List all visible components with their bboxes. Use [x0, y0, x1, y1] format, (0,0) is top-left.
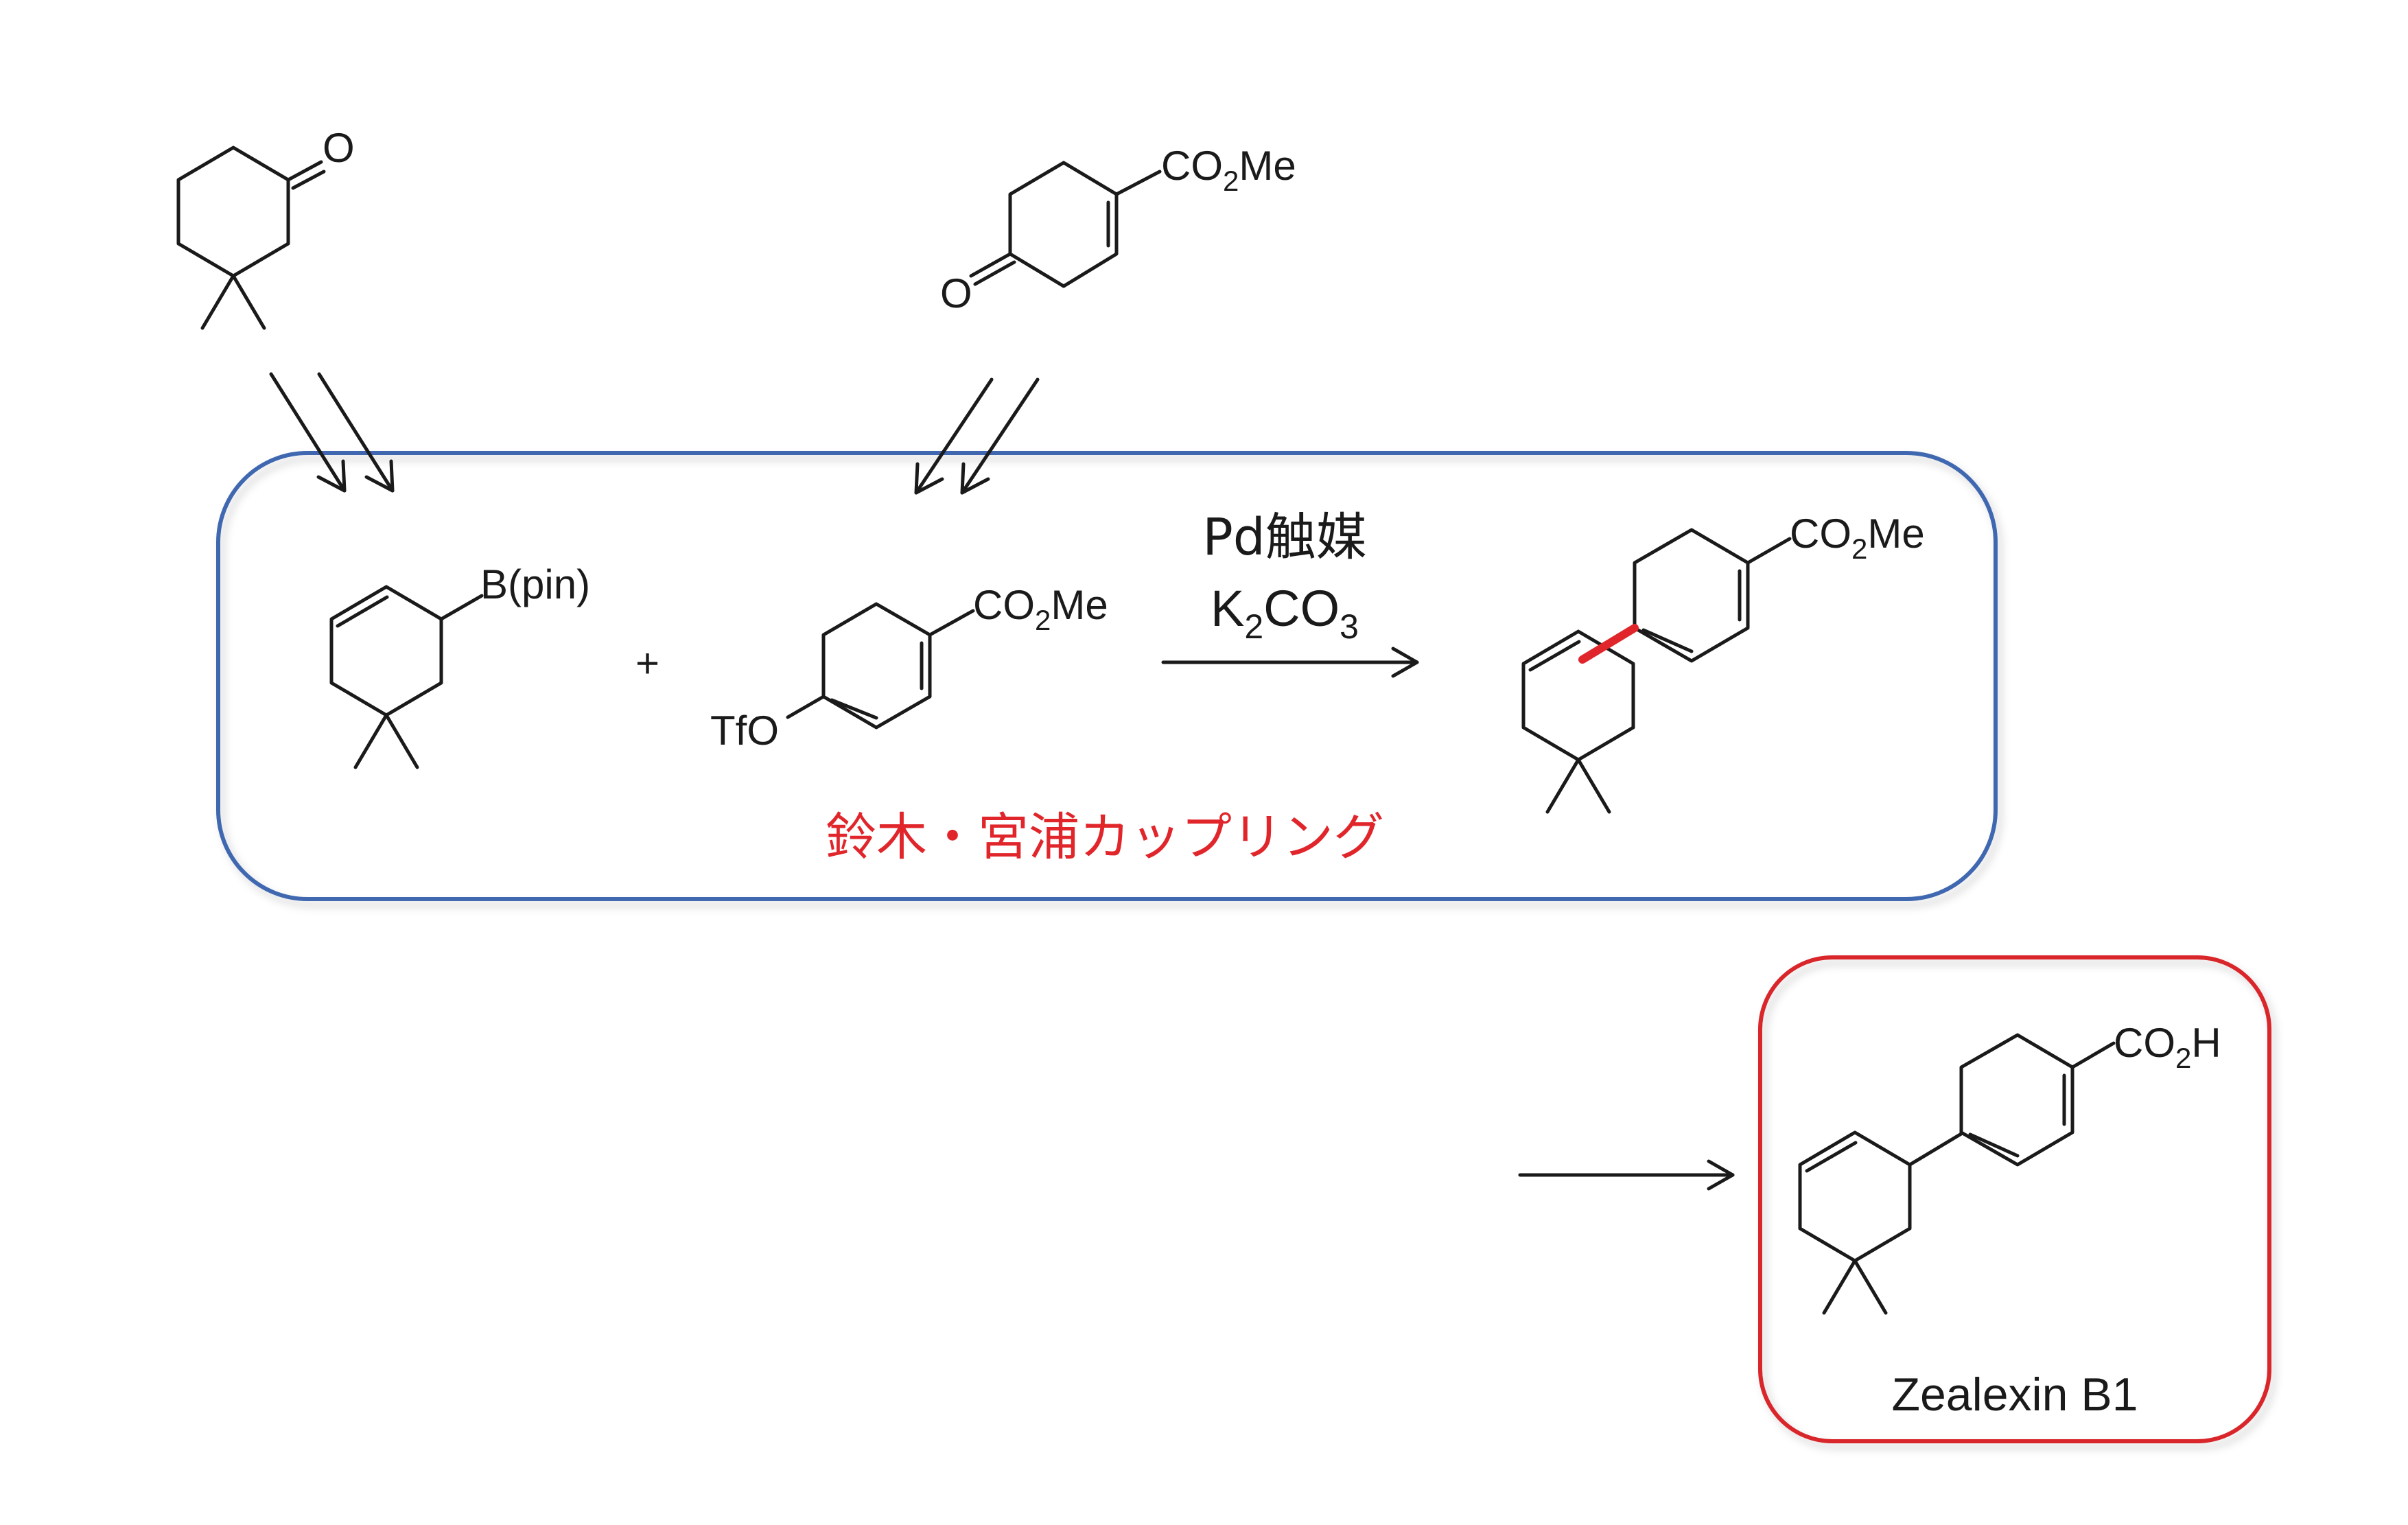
dimethylcyclohexanone-molecule: O	[176, 125, 355, 330]
triflate-ester-label: CO2Me	[973, 582, 1108, 636]
coupled-ester-label: CO2Me	[1790, 511, 1925, 565]
product-acid-label: CO2H	[2114, 1020, 2221, 1074]
coupled-ester-molecule: CO2Me	[1521, 511, 1925, 814]
new-cc-bond	[1578, 624, 1639, 664]
plus-sign: +	[635, 640, 659, 686]
multistep-arrow-right	[914, 377, 1040, 495]
enone-ester-molecule: CO2Me O	[940, 143, 1296, 316]
reaction-arrow	[1161, 647, 1419, 678]
enone-oxygen-label: O	[940, 270, 972, 316]
zealexin-b1-molecule: CO2H	[1798, 1020, 2221, 1315]
final-step-arrow	[1518, 1159, 1735, 1191]
boronate-label: B(pin)	[480, 561, 590, 607]
enol-triflate-molecule: CO2Me TfO	[710, 582, 1108, 754]
triflate-label: TfO	[710, 708, 779, 754]
product-name-label: Zealexin B1	[1891, 1369, 2138, 1421]
coupling-box	[216, 451, 1998, 901]
catalyst-label: Pd触媒	[1202, 508, 1367, 567]
ketone-oxygen-label: O	[323, 125, 355, 171]
enone-ester-label: CO2Me	[1161, 143, 1296, 197]
vinyl-boronate-molecule: B(pin)	[329, 561, 590, 769]
reaction-name-label: 鈴木・宮浦カップリング	[826, 808, 1384, 867]
multistep-arrow-left	[269, 372, 395, 493]
product-box	[1758, 955, 2271, 1443]
base-label: K2CO3	[1211, 580, 1359, 646]
